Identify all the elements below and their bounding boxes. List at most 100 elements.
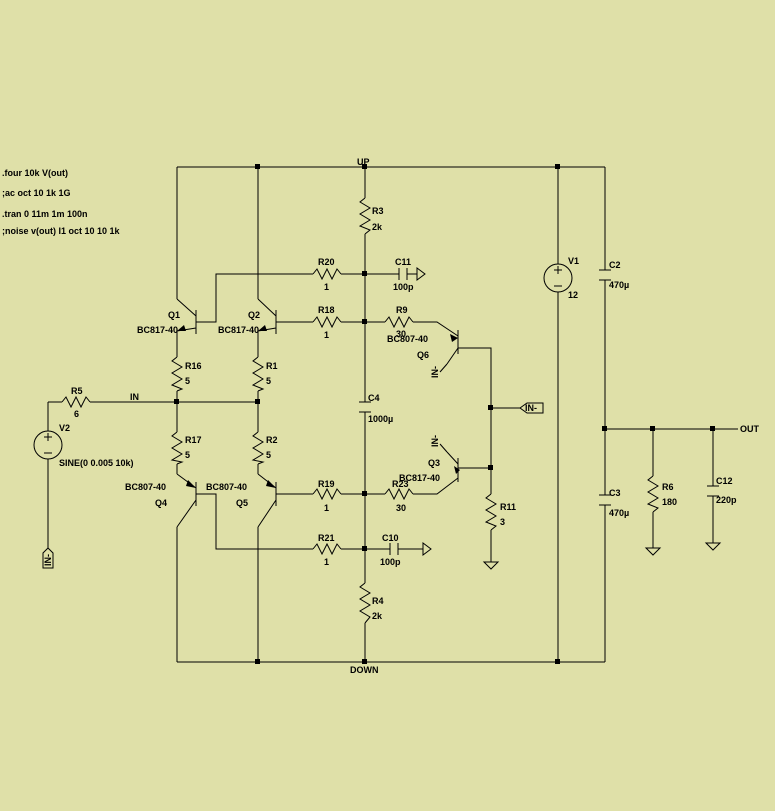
net-label-in-minus-v2: IN- bbox=[43, 554, 53, 566]
resistor-r18[interactable]: R18 1 bbox=[312, 305, 342, 340]
q6-ref: Q6 bbox=[417, 350, 429, 360]
r3-value: 2k bbox=[372, 222, 383, 232]
voltage-source-v1[interactable]: V1 12 bbox=[543, 256, 579, 300]
wire-q3-collector[interactable] bbox=[439, 443, 448, 453]
r2-value: 5 bbox=[266, 450, 271, 460]
r4-value: 2k bbox=[372, 611, 383, 621]
resistor-r17[interactable]: R17 5 bbox=[170, 431, 202, 465]
wire-q1-base[interactable] bbox=[196, 273, 417, 323]
c2-ref: C2 bbox=[609, 260, 621, 270]
capacitor-c12[interactable]: C12 220p bbox=[707, 476, 737, 505]
net-label-in[interactable]: IN bbox=[130, 392, 139, 402]
r4-ref: R4 bbox=[372, 596, 384, 606]
directive-tran[interactable]: .tran 0 11m 1m 100n bbox=[2, 209, 88, 219]
capacitor-c2[interactable]: C2 470µ bbox=[599, 260, 629, 290]
c11-value: 100p bbox=[393, 282, 414, 292]
junction bbox=[255, 164, 260, 169]
transistor-q6[interactable]: BC807-40 Q6 bbox=[387, 330, 459, 365]
ground-icon bbox=[644, 547, 662, 556]
wire-r5-left[interactable] bbox=[47, 401, 62, 548]
junction bbox=[362, 164, 367, 169]
r17-value: 5 bbox=[185, 450, 190, 460]
capacitor-c11[interactable]: C11 100p bbox=[393, 257, 414, 292]
junction bbox=[602, 426, 607, 431]
q3-model: BC817-40 bbox=[399, 473, 440, 483]
resistor-r11[interactable]: R11 3 bbox=[484, 493, 516, 531]
resistor-r6[interactable]: R6 180 bbox=[646, 475, 677, 513]
resistor-r3[interactable]: R3 2k bbox=[358, 197, 384, 235]
capacitor-c4[interactable]: C4 1000µ bbox=[359, 393, 393, 424]
voltage-source-v2[interactable]: V2 SINE(0 0.005 10k) bbox=[33, 423, 134, 468]
ground-icon bbox=[422, 542, 432, 556]
ground-icon bbox=[416, 267, 426, 281]
r5-ref: R5 bbox=[71, 386, 83, 396]
resistor-r5[interactable]: R5 6 bbox=[61, 386, 91, 419]
in-minus-port[interactable]: IN- bbox=[519, 402, 544, 414]
junction bbox=[710, 426, 715, 431]
q2-model: BC817-40 bbox=[218, 325, 259, 335]
r20-value: 1 bbox=[324, 282, 329, 292]
resistor-r19[interactable]: R19 1 bbox=[312, 479, 342, 513]
r9-ref: R9 bbox=[396, 305, 408, 315]
v1-ref: V1 bbox=[568, 256, 579, 266]
r11-value: 3 bbox=[500, 517, 505, 527]
c3-value: 470µ bbox=[609, 508, 629, 518]
q3-ref: Q3 bbox=[428, 458, 440, 468]
resistor-r2[interactable]: R2 5 bbox=[251, 431, 278, 465]
transistor-q1[interactable]: Q1 BC817-40 bbox=[137, 298, 197, 335]
q5-ref: Q5 bbox=[236, 498, 248, 508]
r5-value: 6 bbox=[74, 409, 79, 419]
in-minus-port-q3[interactable]: IN- bbox=[430, 435, 440, 447]
r16-value: 5 bbox=[185, 376, 190, 386]
r6-value: 180 bbox=[662, 497, 677, 507]
junction bbox=[174, 399, 179, 404]
resistor-r1[interactable]: R1 5 bbox=[251, 356, 278, 392]
net-label-down[interactable]: DOWN bbox=[350, 665, 379, 675]
capacitor-c10[interactable]: C10 100p bbox=[380, 533, 402, 567]
capacitor-c3[interactable]: C3 470µ bbox=[599, 488, 629, 518]
directive-ac[interactable]: ;ac oct 10 1k 1G bbox=[2, 188, 71, 198]
directive-noise[interactable]: ;noise v(out) I1 oct 10 10 1k bbox=[2, 226, 121, 236]
resistor-r4[interactable]: R4 2k bbox=[359, 582, 384, 624]
junction bbox=[488, 405, 493, 410]
junction bbox=[650, 426, 655, 431]
q5-model: BC807-40 bbox=[206, 482, 247, 492]
c10-value: 100p bbox=[380, 557, 401, 567]
resistor-r9[interactable]: R9 30 bbox=[384, 305, 414, 339]
q2-ref: Q2 bbox=[248, 310, 260, 320]
q1-model: BC817-40 bbox=[137, 325, 178, 335]
r3-ref: R3 bbox=[372, 206, 384, 216]
transistor-q4[interactable]: BC807-40 Q4 bbox=[125, 473, 197, 528]
junction bbox=[488, 465, 493, 470]
ground-symbols bbox=[416, 267, 722, 570]
c10-ref: C10 bbox=[382, 533, 399, 543]
resistor-r20[interactable]: R20 1 bbox=[312, 257, 342, 292]
transistor-q5[interactable]: BC807-40 Q5 bbox=[206, 473, 277, 528]
wire-q2-base[interactable] bbox=[276, 321, 459, 337]
wire-q6-collector[interactable] bbox=[439, 363, 448, 373]
resistor-r16[interactable]: R16 5 bbox=[170, 356, 202, 392]
q6-model: BC807-40 bbox=[387, 334, 428, 344]
net-labels: UP DOWN IN OUT IN- IN- IN- IN- bbox=[42, 157, 760, 675]
in-minus-port-v2[interactable]: IN- bbox=[42, 547, 54, 569]
directive-four[interactable]: .four 10k V(out) bbox=[2, 168, 68, 178]
net-label-out[interactable]: OUT bbox=[740, 424, 760, 434]
resistor-r21[interactable]: R21 1 bbox=[312, 533, 342, 567]
r19-value: 1 bbox=[324, 503, 329, 513]
r20-ref: R20 bbox=[318, 257, 335, 267]
junctions bbox=[174, 164, 715, 664]
transistor-q2[interactable]: Q2 BC817-40 bbox=[218, 298, 277, 335]
net-label-up[interactable]: UP bbox=[357, 157, 370, 167]
junction bbox=[255, 659, 260, 664]
v2-ref: V2 bbox=[59, 423, 70, 433]
net-label-in-minus: IN- bbox=[525, 403, 537, 413]
resistor-r23[interactable]: R23 30 bbox=[384, 479, 414, 513]
c12-ref: C12 bbox=[716, 476, 733, 486]
in-minus-port-q6[interactable]: IN- bbox=[430, 366, 440, 378]
ground-icon bbox=[482, 561, 500, 570]
r21-value: 1 bbox=[324, 557, 329, 567]
wire-q6-emitter[interactable] bbox=[458, 347, 492, 469]
junction bbox=[555, 164, 560, 169]
transistor-q3[interactable]: Q3 BC817-40 bbox=[399, 451, 460, 483]
